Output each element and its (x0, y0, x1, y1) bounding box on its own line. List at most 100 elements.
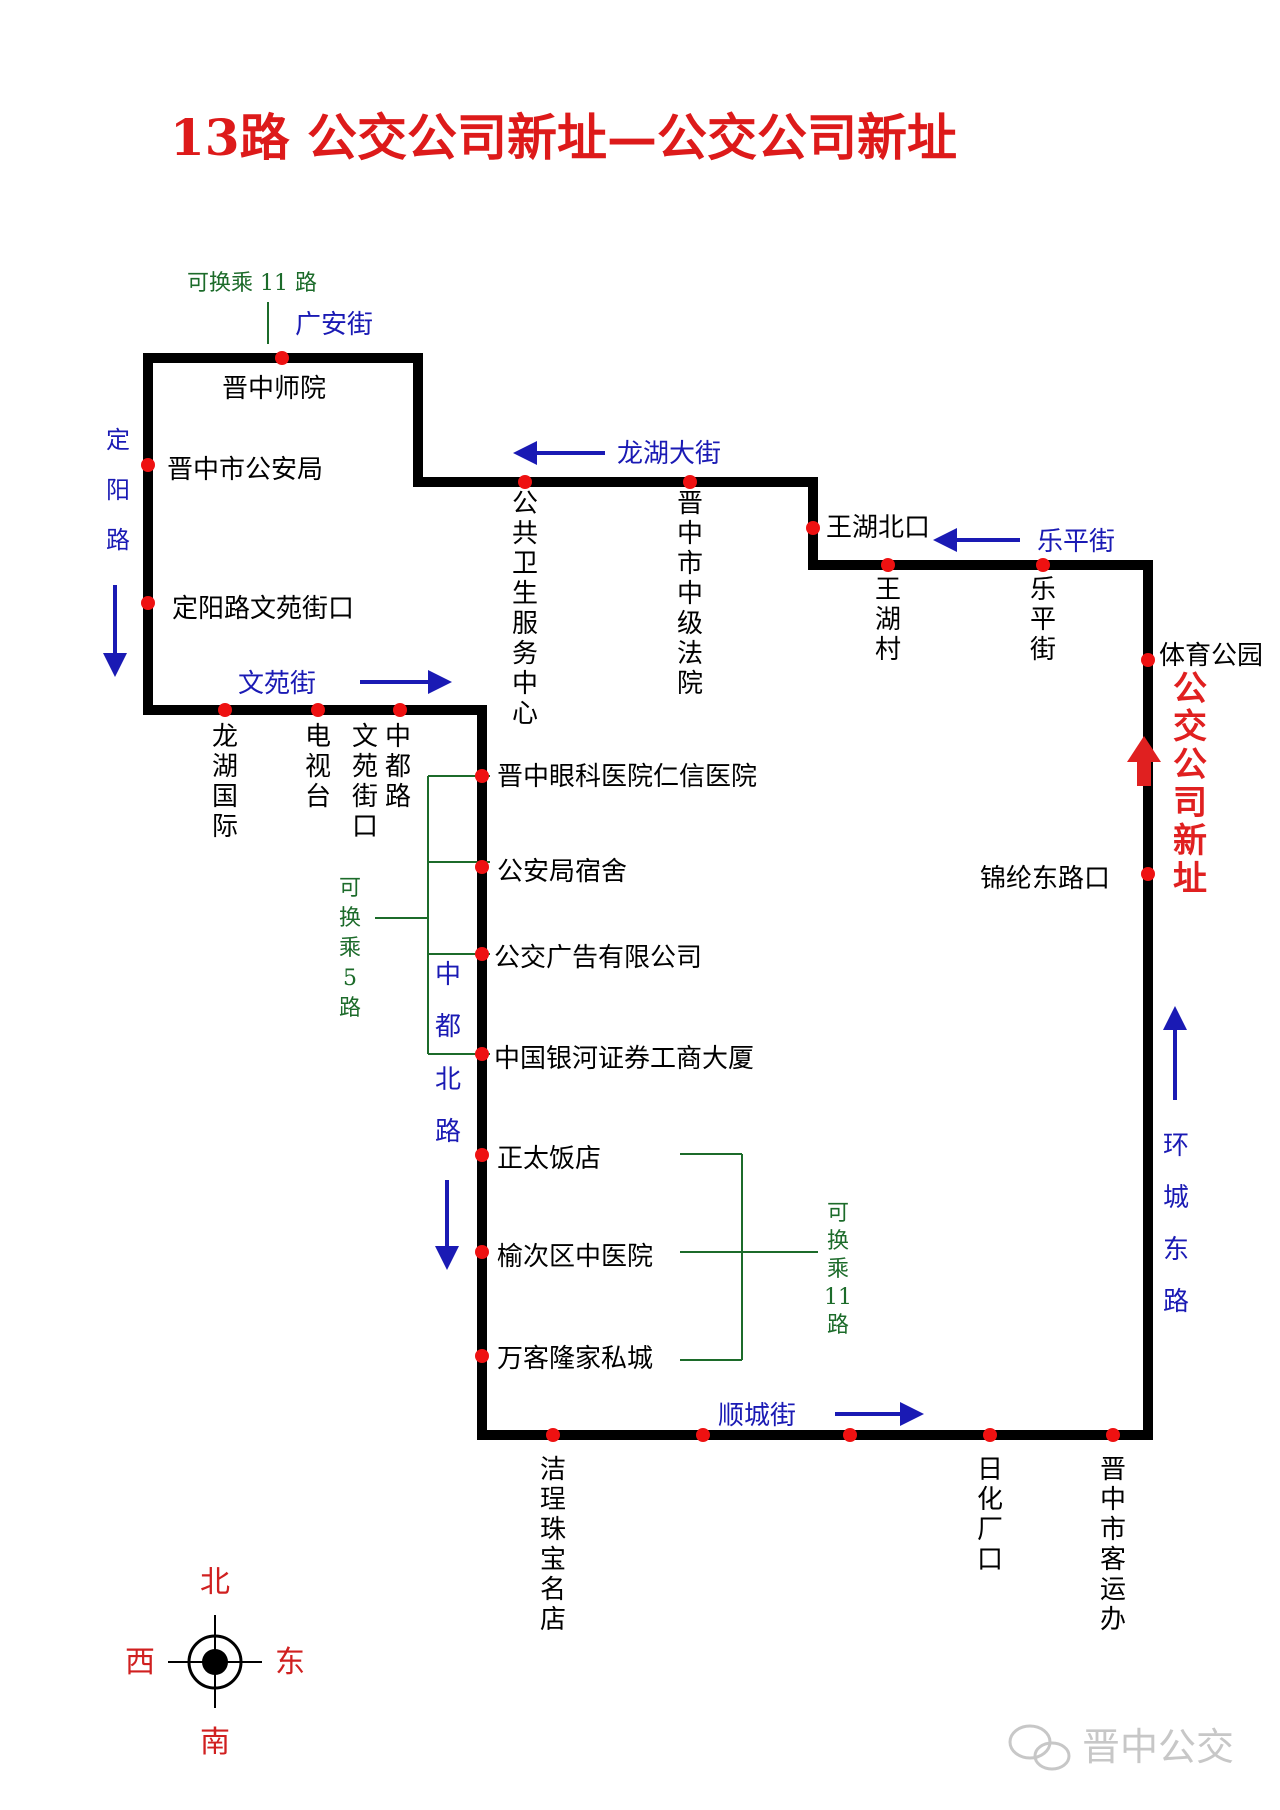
stop-label-char: 中 (385, 722, 411, 752)
stop-label-wenyuan-zhongdu: 文苑街口 (352, 722, 378, 842)
stop-label-char: 市 (677, 549, 703, 579)
stop-label-char: 名 (540, 1575, 566, 1605)
street-shuncheng: 顺城街 (718, 1401, 796, 1431)
stop-dot (141, 596, 155, 610)
stop-label-char: 务 (512, 639, 538, 669)
stop-label-public-security: 晋中市公安局 (167, 455, 323, 485)
stop-label-char: 院 (677, 669, 703, 699)
stop-label-char: 文 (352, 722, 378, 752)
stop-label-char: 王 (875, 575, 901, 605)
stop-dot (475, 1047, 489, 1061)
compass-south: 南 (200, 1725, 230, 1760)
stop-dot (475, 1148, 489, 1162)
stop-label-char: 法 (677, 639, 703, 669)
stop-label-char: 村 (875, 635, 901, 665)
terminal-label: 公交公司新址 (1173, 669, 1207, 899)
stop-label-char: 苑 (352, 752, 378, 782)
stop-dot (475, 860, 489, 874)
stop-dot (546, 1428, 560, 1442)
stop-dot (475, 1245, 489, 1259)
street-zhongdu-char-1: 中 (435, 960, 461, 990)
street-huancheng-char-3: 东 (1163, 1235, 1189, 1265)
stop-label-sports-park: 体育公园 (1159, 641, 1263, 671)
stop-dot (393, 703, 407, 717)
stop-dot (843, 1428, 857, 1442)
watermark-text: 晋中公交 (1082, 1725, 1234, 1769)
vertical-stop-labels: 公共卫生服务中心晋中市中级法院王湖村乐平街龙湖国际电视台文苑街口中都路洁珵珠宝名… (212, 489, 1126, 1635)
stop-label-char: 口 (352, 812, 378, 842)
stop-dot (1141, 867, 1155, 881)
stop-label-char: 洁 (540, 1455, 566, 1485)
stop-dot (983, 1428, 997, 1442)
wechat-icon (1008, 1724, 1071, 1771)
stop-label-zhongdu-road: 中都路 (385, 722, 411, 812)
stop-label-eye-hospital: 晋中眼科医院仁信医院 (497, 762, 757, 792)
stop-label-char: 中 (1100, 1485, 1126, 1515)
stop-label-tcm-hospital: 榆次区中医院 (497, 1242, 653, 1272)
street-dingyang-char-3: 路 (106, 526, 130, 554)
stop-label-galaxy: 中国银河证券工商大厦 (494, 1044, 754, 1074)
map-title: 13路 公交公司新址—公交公司新址 (170, 108, 957, 167)
stop-label-char: 化 (977, 1485, 1003, 1515)
terminal-label-char: 新 (1173, 821, 1207, 861)
stop-dot (1106, 1428, 1120, 1442)
terminal-label-char: 交 (1173, 707, 1207, 747)
stop-label-char: 珵 (540, 1485, 566, 1515)
stop-label-char: 市 (1100, 1515, 1126, 1545)
compass-north: 北 (200, 1565, 230, 1600)
terminal-label-char: 公 (1173, 669, 1207, 709)
stop-dot (683, 475, 697, 489)
stop-dot (311, 703, 325, 717)
transfer-label-11-right: 可 换 乘 11 路 (824, 1201, 852, 1338)
stop-dot (806, 521, 820, 535)
street-dingyang-char-2: 阳 (106, 476, 130, 504)
transfer-5-char-4: 5 (343, 966, 357, 991)
transfer-11r-char-4: 11 (824, 1285, 852, 1310)
stop-dot (218, 703, 232, 717)
compass-west: 西 (125, 1645, 155, 1680)
stop-label-leping-street: 乐平街 (1030, 575, 1056, 665)
stop-label-char: 宝 (540, 1545, 566, 1575)
watermark: 晋中公交 (1008, 1724, 1234, 1771)
stop-label-char: 龙 (212, 722, 238, 752)
stop-label-char: 视 (305, 752, 331, 782)
stop-label-char: 共 (512, 519, 538, 549)
stop-label-char: 店 (540, 1605, 566, 1635)
stop-label-char: 服 (512, 609, 538, 639)
transfer-11r-char-3: 乘 (827, 1257, 849, 1282)
stop-label-char: 路 (385, 782, 411, 812)
street-huancheng-char-2: 城 (1163, 1183, 1189, 1213)
stop-label-char: 晋 (1100, 1455, 1126, 1485)
stop-label-char: 中 (512, 669, 538, 699)
stop-dot (881, 558, 895, 572)
stop-label-char: 心 (512, 699, 538, 729)
stop-dot (475, 769, 489, 783)
stop-label-char: 生 (512, 579, 538, 609)
stop-label-jinlun-east: 锦纶东路口 (980, 864, 1110, 894)
transfer-label-11-top: 可换乘 11 路 (187, 271, 317, 296)
stop-label-char: 平 (1030, 605, 1056, 635)
stop-dots (141, 351, 1155, 1442)
stop-label-char: 级 (677, 609, 703, 639)
stop-label-char: 日 (977, 1455, 1003, 1485)
terminal-direction-arrow (1127, 736, 1161, 786)
stop-label-char: 乐 (1030, 575, 1056, 605)
street-leping: 乐平街 (1037, 527, 1115, 557)
stop-label-wanke: 万客隆家私城 (497, 1344, 653, 1374)
compass-ring (187, 1634, 243, 1690)
stop-label-char: 街 (352, 782, 378, 812)
stop-label-char: 客 (1100, 1545, 1126, 1575)
street-guangan: 广安街 (295, 310, 373, 340)
route-line (143, 353, 1153, 1440)
street-huancheng-char-4: 路 (1163, 1287, 1189, 1317)
terminal-label-char: 公 (1173, 745, 1207, 785)
terminal-label-char: 司 (1173, 783, 1207, 823)
stop-label-char: 卫 (512, 549, 538, 579)
